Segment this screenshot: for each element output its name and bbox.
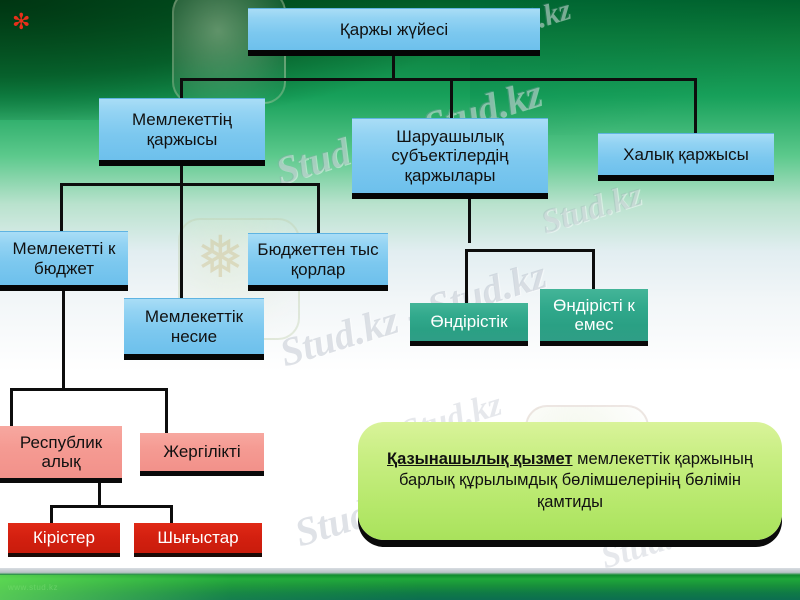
connector-republican-stem [98, 478, 101, 508]
node-extrabudget-funds-label: Бюджеттен тыс қорлар [257, 240, 379, 279]
callout-treasury-note[interactable]: Қазынашылық қызмет мемлекеттік қаржының … [358, 422, 782, 540]
footer-text: www.stud.kz [8, 583, 58, 592]
connector-to-state-finance [180, 78, 183, 100]
node-root[interactable]: Қаржы жүйесі [248, 8, 540, 50]
connector-to-revenues [50, 505, 53, 523]
node-productive[interactable]: Өндірістік [410, 303, 528, 341]
node-republican[interactable]: Республик алық [0, 426, 122, 478]
connector-to-state-credit [180, 183, 183, 298]
connector-to-local [165, 388, 168, 433]
connector-business-stem [468, 193, 471, 243]
node-revenues-label: Кірістер [33, 528, 95, 548]
connector-state-finance-stem [180, 163, 183, 185]
decorative-bird-icon: ❅ [196, 223, 245, 291]
node-state-budget-label: Мемлекетті к бюджет [12, 239, 116, 278]
connector-to-extrabudget [317, 183, 320, 233]
callout-emphasis: Қазынашылық қызмет [387, 449, 573, 468]
node-business-entities-label: Шаруашылық субъектілердің қаржылары [391, 127, 509, 185]
node-state-credit-label: Мемлекеттік несие [144, 307, 244, 346]
node-state-credit[interactable]: Мемлекеттік несие [124, 298, 264, 354]
connector-to-productive [465, 249, 468, 304]
connector-level1-bus [180, 78, 696, 81]
connector-republican-bus [50, 505, 172, 508]
node-extrabudget-funds[interactable]: Бюджеттен тыс қорлар [248, 233, 388, 285]
node-public-finance[interactable]: Халық қаржысы [598, 133, 774, 175]
node-public-finance-label: Халық қаржысы [623, 144, 749, 164]
connector-to-state-budget [60, 183, 63, 233]
connector-state-budget-drop [62, 285, 65, 388]
node-local-label: Жергілікті [163, 442, 241, 462]
node-republican-label: Республик алық [19, 432, 103, 471]
node-non-productive-label: Өндірісті к емес [553, 295, 635, 334]
connector-state-budget-bus [10, 388, 168, 391]
footer-band: www.stud.kz [0, 568, 800, 600]
node-non-productive[interactable]: Өндірісті к емес [540, 289, 648, 341]
connector-to-public-finance [694, 78, 697, 136]
connector-to-non-productive [592, 249, 595, 289]
node-state-finance[interactable]: Мемлекеттің қаржысы [99, 98, 265, 160]
callout-text: Қазынашылық қызмет мемлекеттік қаржының … [374, 449, 766, 513]
node-state-finance-label: Мемлекеттің қаржысы [131, 110, 233, 149]
connector-to-republican [10, 388, 13, 426]
watermark: Stud.kz [536, 175, 647, 242]
connector-state-finance-bus [60, 183, 320, 186]
node-productive-label: Өндірістік [430, 312, 508, 332]
node-state-budget[interactable]: Мемлекетті к бюджет [0, 231, 128, 285]
connector-business-bus [465, 249, 595, 252]
node-business-entities[interactable]: Шаруашылық субъектілердің қаржылары [352, 118, 548, 193]
node-expenditures[interactable]: Шығыстар [134, 523, 262, 553]
asterisk-marker: ✻ [12, 10, 31, 35]
connector-to-expenditures [170, 505, 173, 523]
node-local[interactable]: Жергілікті [140, 433, 264, 471]
node-root-label: Қаржы жүйесі [339, 19, 449, 39]
callout-rest: мемлекеттік қаржының барлық құрылымдық б… [398, 449, 753, 511]
node-revenues[interactable]: Кірістер [8, 523, 120, 553]
node-expenditures-label: Шығыстар [157, 528, 239, 548]
connector-to-business-entities [450, 78, 453, 118]
connector-root-stem [392, 55, 395, 80]
